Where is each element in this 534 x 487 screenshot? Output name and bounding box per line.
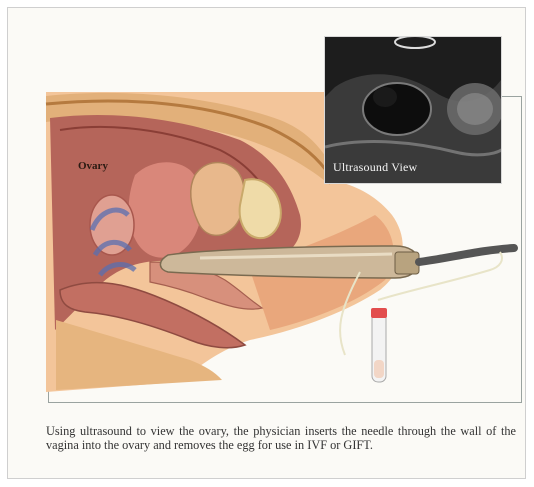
ultrasound-view-inset: Ultrasound View bbox=[324, 36, 502, 184]
probe-cable bbox=[419, 248, 514, 262]
bladder bbox=[191, 163, 245, 236]
figure-caption: Using ultrasound to view the ovary, the … bbox=[46, 424, 516, 452]
ovary-label: Ovary bbox=[78, 160, 108, 172]
ultrasound-label: Ultrasound View bbox=[333, 160, 417, 175]
collection-tube bbox=[371, 308, 387, 382]
